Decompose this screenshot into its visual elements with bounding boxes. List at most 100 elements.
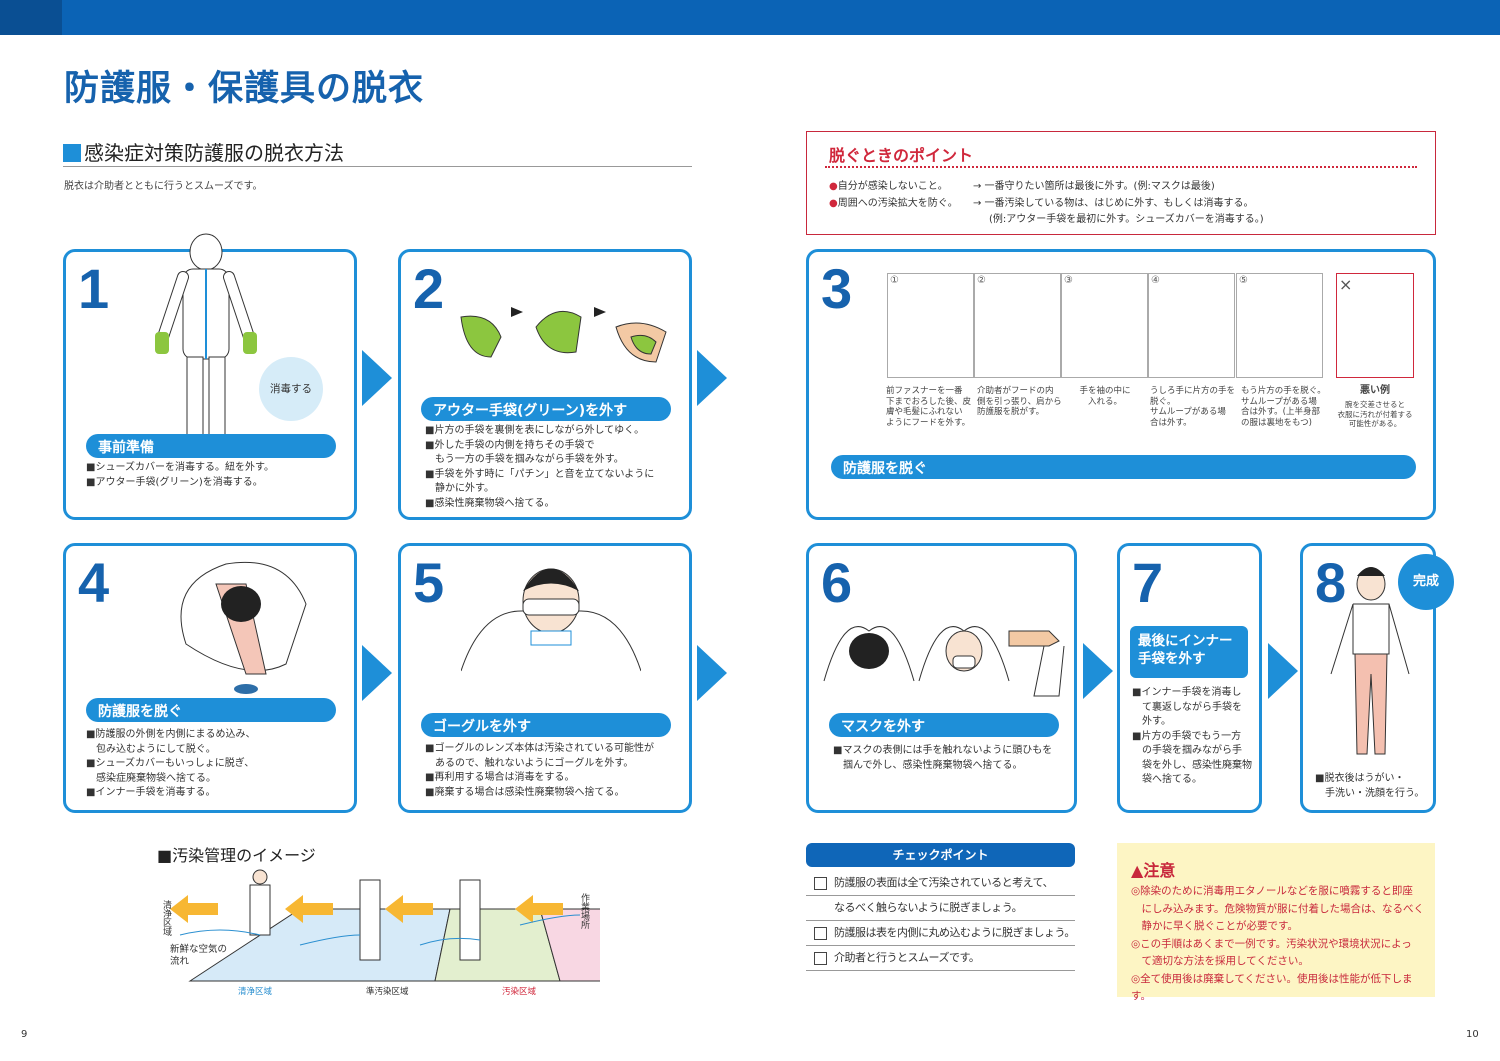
point-right: → 一番守りたい箇所は最後に外す。(例:マスクは最後) bbox=[973, 181, 1215, 192]
clean-area-label: 清浄区域 bbox=[161, 900, 171, 936]
checkpoint-item: 介助者と行うとスムーズです。 bbox=[806, 946, 1075, 971]
point-right: → 一番汚染している物は、はじめに外す、もしくは消毒する。 bbox=[973, 198, 1254, 209]
step-label: 防護服を脱ぐ bbox=[86, 698, 336, 722]
next-arrow-icon bbox=[697, 350, 727, 406]
speech-bubble: 消毒する bbox=[259, 357, 323, 421]
next-arrow-icon bbox=[362, 350, 392, 406]
checkpoint-item-continued: なるべく触らないように脱ぎましょう。 bbox=[806, 896, 1075, 921]
point-note: (例:アウター手袋を最初に外す。シューズカバーを消毒する。) bbox=[989, 214, 1264, 225]
panel-5: ⑤ bbox=[1236, 273, 1323, 378]
panel-1: ① bbox=[887, 273, 974, 378]
cross-icon: × bbox=[1339, 275, 1353, 294]
next-arrow-icon bbox=[1268, 643, 1298, 699]
panel-caption: 介助者がフードの内 側を引っ張り、肩から 防護服を脱がす。 bbox=[977, 386, 1062, 417]
step-label: 防護服を脱ぐ bbox=[831, 455, 1416, 479]
point-left: 周囲への汚染拡大を防ぐ。 bbox=[837, 198, 958, 209]
zone-label-semi: 準汚染区域 bbox=[366, 987, 409, 997]
dotted-divider bbox=[825, 166, 1417, 168]
section-heading: 感染症対策防護服の脱衣方法 bbox=[63, 137, 692, 167]
warning-icon: ▲ bbox=[1131, 861, 1144, 880]
step-label-text: 最後にインナー手袋を外す bbox=[1138, 633, 1233, 667]
step-number: 5 bbox=[413, 551, 445, 614]
step-label: アウター手袋(グリーン)を外す bbox=[421, 397, 671, 421]
step-1-card: 1 消毒する 事前準備 ■シューズカバーを消毒する。紐を外す。 ■アウター手袋(… bbox=[63, 233, 357, 520]
bad-example-caption: 腕を交差させると 衣服に汚れが付着する 可能性がある。 bbox=[1337, 400, 1413, 428]
checkpoint-header: チェックポイント bbox=[806, 843, 1075, 867]
goggle-removal-illustration bbox=[461, 568, 641, 672]
top-bar bbox=[0, 0, 1500, 35]
removing-suit-illustration bbox=[180, 561, 307, 694]
step-label: ゴーグルを外す bbox=[421, 713, 671, 737]
checkpoint-text: 介助者と行うとスムーズです。 bbox=[834, 951, 980, 964]
step-label: 最後にインナー手袋を外す bbox=[1130, 626, 1248, 678]
next-arrow-icon bbox=[697, 645, 727, 701]
caution-title: 注意 bbox=[1143, 861, 1176, 880]
checkbox[interactable] bbox=[814, 927, 827, 940]
step-text: ■脱衣後はうがい・ 手洗い・洗顔を行う。 bbox=[1315, 773, 1425, 799]
step-text: ■インナー手袋を消毒し て裏返しながら手袋を 外す。 ■片方の手袋でもう一方 の… bbox=[1132, 687, 1252, 785]
glove-removal-illustration bbox=[460, 307, 667, 363]
contamination-zone-diagram bbox=[170, 869, 600, 982]
panel-number: ③ bbox=[1064, 275, 1073, 286]
panel-3: ③ bbox=[1061, 273, 1148, 378]
step-5-card: 5 ゴーグルを外す ■ゴーグルのレンズ本体は汚染されている可能性が あるので、触… bbox=[398, 543, 692, 813]
point-left: 自分が感染しないこと。 bbox=[837, 181, 948, 192]
step-number: 8 bbox=[1315, 551, 1347, 614]
top-bar-accent bbox=[0, 0, 62, 35]
panel-number: ⑤ bbox=[1239, 275, 1248, 286]
step-number: 1 bbox=[78, 257, 110, 320]
zone-label-contaminated: 汚染区域 bbox=[502, 987, 537, 997]
panel-number: ① bbox=[890, 275, 899, 286]
panel-2: ② bbox=[974, 273, 1061, 378]
next-arrow-icon bbox=[1083, 643, 1113, 699]
panel-caption: もう片方の手を脱ぐ。 サムループがある場 合は外す。(上半身部 の服は裏地をもつ… bbox=[1241, 386, 1326, 428]
step-text: ■マスクの表側には手を触れないように頭ひもを 掴んで外し、感染性廃棄物袋へ捨てる… bbox=[833, 745, 1053, 771]
step-number: 6 bbox=[821, 551, 853, 614]
mask-removal-illustration bbox=[823, 626, 1065, 697]
step-text: ■シューズカバーを消毒する。紐を外す。 ■アウター手袋(グリーン)を消毒する。 bbox=[86, 462, 274, 488]
complete-badge: 完成 bbox=[1398, 554, 1454, 610]
step-number: 3 bbox=[821, 257, 853, 320]
panel-caption: うしろ手に片方の手を 脱ぐ。 サムループがある場 合は外す。 bbox=[1150, 386, 1236, 428]
checkpoint-text: 防護服の表面は全て汚染されていると考えて、 bbox=[834, 876, 1054, 889]
section-subtext: 脱衣は介助者とともに行うとスムーズです。 bbox=[64, 181, 263, 192]
section-heading-text: 感染症対策防護服の脱衣方法 bbox=[84, 141, 344, 165]
step-text: ■防護服の外側を内側にまるめ込み、 包み込むようにして脱ぐ。 ■シューズカバーも… bbox=[86, 729, 256, 798]
step-8-card: 8 完成 ■脱衣後はうがい・ 手洗い・洗顔を行う。 bbox=[1300, 543, 1454, 813]
page-title: 防護服・保護具の脱衣 bbox=[64, 69, 425, 109]
panel-caption: 手を袖の中に 入れる。 bbox=[1079, 386, 1131, 407]
checkbox[interactable] bbox=[814, 952, 827, 965]
step-6-card: 6 マスクを外す ■マスクの表側には手を触れないように頭ひもを 掴んで外し、感染… bbox=[806, 543, 1077, 813]
checkbox[interactable] bbox=[814, 877, 827, 890]
step-2-card: 2 アウター手袋(グリーン)を外す ■片方の手袋を裏側を表にしながら外してゆく。… bbox=[398, 249, 692, 520]
next-arrow-icon bbox=[362, 645, 392, 701]
step-label: 事前準備 bbox=[86, 434, 336, 458]
panel-number: ④ bbox=[1151, 275, 1160, 286]
step-7-card: 7 最後にインナー手袋を外す ■インナー手袋を消毒し て裏返しながら手袋を 外す… bbox=[1117, 543, 1262, 813]
bad-example-title: 悪い例 bbox=[1360, 385, 1390, 396]
page-number-right: 10 bbox=[1466, 1029, 1479, 1040]
person-illustration bbox=[1330, 567, 1410, 755]
panel-number: ② bbox=[977, 275, 986, 286]
step-4-card: 4 防護服を脱ぐ ■防護服の外側を内側にまるめ込み、 包み込むようにして脱ぐ。 … bbox=[63, 543, 357, 813]
bubble-text: 消毒する bbox=[270, 383, 312, 395]
complete-badge-text: 完成 bbox=[1412, 574, 1439, 589]
fresh-air-label: 新鮮な空気の流れ bbox=[170, 944, 228, 967]
step-text: ■片方の手袋を裏側を表にしながら外してゆく。 ■外した手袋の内側を持ちその手袋で… bbox=[425, 425, 655, 509]
bullet: ● bbox=[829, 181, 838, 192]
step-number: 4 bbox=[78, 551, 110, 614]
bullet: ● bbox=[829, 198, 838, 209]
panel-caption: 前ファスナーを一番 下までおろした後、皮 膚や毛髪にふれない ようにフードを外す… bbox=[886, 386, 972, 428]
zone-label-clean: 清浄区域 bbox=[238, 987, 273, 997]
arrow-left-icons bbox=[170, 895, 563, 923]
panel-bad-example: × bbox=[1336, 273, 1414, 378]
work-area-label: 作業場所 bbox=[579, 893, 589, 929]
checkpoint-item: 防護服の表面は全て汚染されていると考えて、 bbox=[806, 871, 1075, 896]
zone-contaminated bbox=[539, 908, 600, 982]
points-title: 脱ぐときのポイント bbox=[829, 146, 974, 165]
protective-suit-illustration bbox=[155, 233, 257, 450]
step-number: 7 bbox=[1132, 551, 1164, 614]
contamination-heading: ■汚染管理のイメージ bbox=[157, 846, 316, 865]
step-number: 2 bbox=[413, 257, 445, 320]
undressing-points-box: 脱ぐときのポイント ●自分が感染しないこと。 → 一番守りたい箇所は最後に外す。… bbox=[806, 131, 1436, 235]
